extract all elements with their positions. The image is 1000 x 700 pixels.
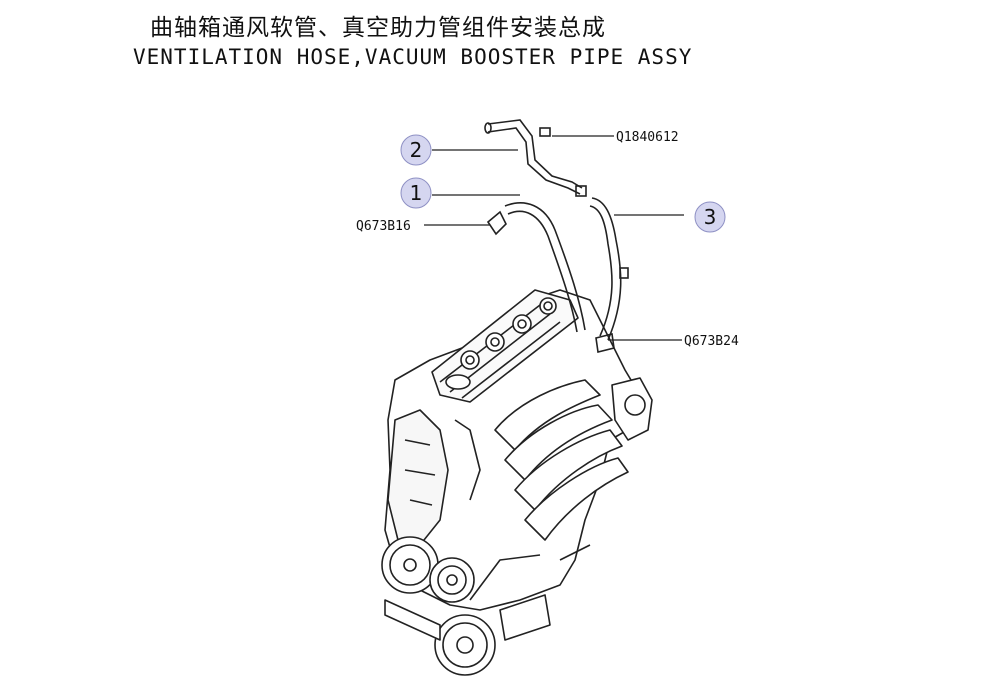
callout-bubble xyxy=(400,177,432,209)
leader-lines xyxy=(424,135,684,341)
engine-drawing xyxy=(381,289,653,676)
part-code-q673b16: Q673B16 xyxy=(356,219,411,234)
callout-number: 1 xyxy=(410,181,423,205)
part-code-q673b24: Q673B24 xyxy=(684,334,739,349)
diagram-title-english: VENTILATION HOSE,VACUUM BOOSTER PIPE ASS… xyxy=(133,45,693,69)
callout-number: 2 xyxy=(410,138,423,162)
callout-3: 3 xyxy=(694,201,726,233)
callout-number: 3 xyxy=(704,205,717,229)
ventilation-hose-1 xyxy=(504,202,586,331)
callout-bubble xyxy=(400,134,432,166)
callout-bubble xyxy=(694,201,726,233)
diagram-title-chinese: 曲轴箱通风软管、真空助力管组件安装总成 xyxy=(150,15,606,41)
part-code-q1840612: Q1840612 xyxy=(616,130,679,145)
vacuum-booster-pipe xyxy=(487,119,583,189)
hose-group xyxy=(484,119,629,353)
callout-1: 1 xyxy=(400,177,432,209)
callout-2: 2 xyxy=(400,134,432,166)
ventilation-hose-3 xyxy=(591,197,622,341)
